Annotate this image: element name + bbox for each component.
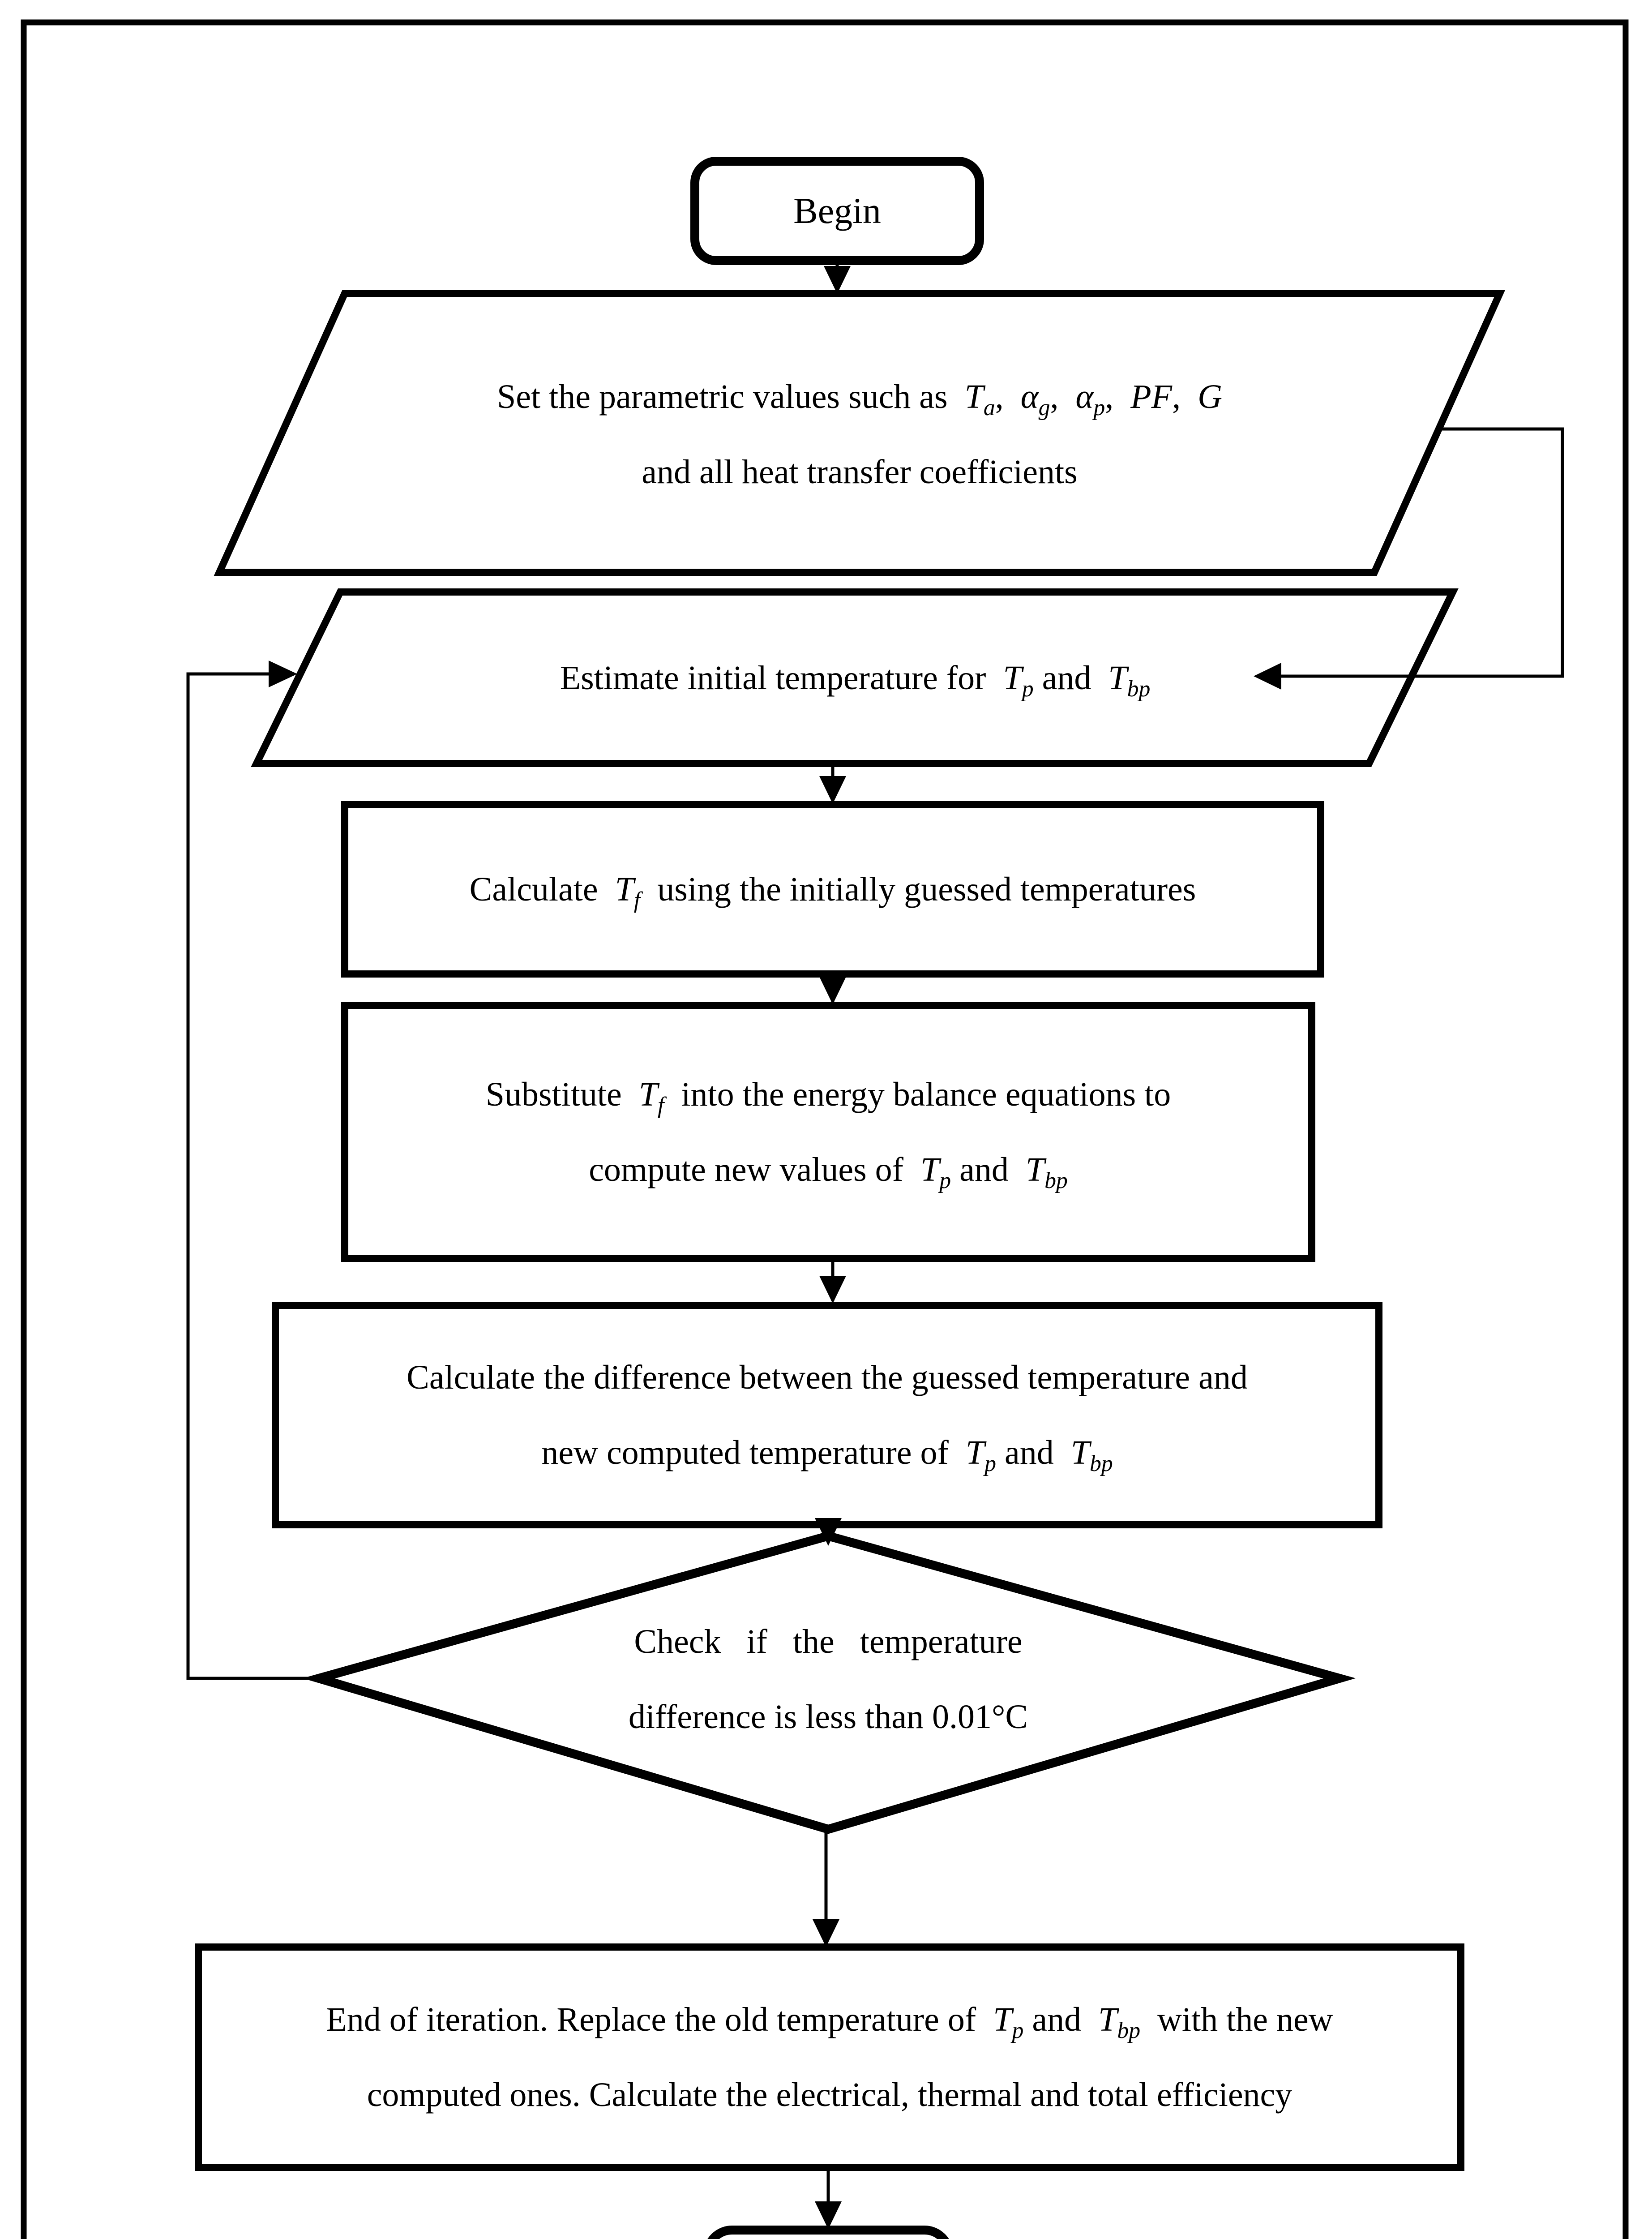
- text-line: Substitute Tf into the energy balance eq…: [485, 1075, 1171, 1118]
- text-line: difference is less than 0.01°C: [628, 1698, 1028, 1736]
- text-line: new computed temperature of Tp and Tbp: [541, 1434, 1113, 1477]
- arrowhead-into-calculate-difference: [819, 1276, 846, 1304]
- arrowhead-into-decision: [815, 1518, 842, 1546]
- arrowheads: [269, 266, 1281, 2229]
- arrowhead-into-estimate-initial-left: [269, 661, 297, 687]
- end-of-iteration-process-shape: [195, 1943, 1464, 2171]
- arrowhead-into-calculate-tf: [819, 776, 846, 804]
- arrowhead-into-end-of-iteration: [813, 1919, 839, 1947]
- end-node-label: End: [707, 2230, 949, 2239]
- figure-border: [21, 19, 1629, 2239]
- text-line: Check if the temperature: [634, 1623, 1023, 1660]
- arrowhead-into-end: [815, 2201, 842, 2229]
- text-line: and all heat transfer coefficients: [642, 453, 1078, 491]
- substitute-tf-node-text: Substitute Tf into the energy balance eq…: [354, 1005, 1303, 1258]
- end-terminator-shape: [707, 2226, 949, 2239]
- check-convergence-node-text: Check if the temperature difference is l…: [403, 1554, 1254, 1805]
- connector-set-params-to-estimate-initial: [1258, 427, 1564, 678]
- estimate-initial-parallelogram-shape: [251, 588, 1459, 767]
- text-line: computed ones. Calculate the electrical,…: [367, 2076, 1292, 2114]
- arrowhead-into-substitute-tf: [819, 977, 846, 1004]
- text-line: Estimate initial temperature for Tp and …: [560, 659, 1151, 702]
- estimate-initial-node-text: Estimate initial temperature for Tp and …: [313, 592, 1397, 763]
- text-line: Set the parametric values such as Ta, αg…: [496, 378, 1222, 421]
- end-of-iteration-node-text: End of iteration. Replace the old temper…: [207, 1947, 1452, 2167]
- text-line: Calculate the difference between the gue…: [407, 1359, 1248, 1396]
- begin-node-label: Begin: [793, 190, 881, 231]
- substitute-tf-process-shape: [341, 1002, 1315, 1262]
- set-params-node-text: Set the parametric values such as Ta, αg…: [233, 313, 1486, 555]
- calculate-difference-node-text: Calculate the difference between the gue…: [284, 1305, 1370, 1525]
- set-params-parallelogram-shape: [214, 290, 1506, 576]
- connector-decision-feedback-loop: [186, 672, 319, 1680]
- calculate-tf-node-text: Calculate Tf using the initially guessed…: [354, 805, 1312, 974]
- check-convergence-decision-shape: [302, 1531, 1356, 1834]
- arrowhead-into-set-params: [824, 266, 851, 294]
- calculate-difference-process-shape: [272, 1302, 1382, 1528]
- arrowhead-into-estimate-initial-right: [1254, 663, 1281, 690]
- text-line: compute new values of Tp and Tbp: [589, 1150, 1068, 1193]
- text-line: Calculate Tf using the initially guessed…: [469, 871, 1196, 914]
- text-line: End of iteration. Replace the old temper…: [326, 2001, 1333, 2044]
